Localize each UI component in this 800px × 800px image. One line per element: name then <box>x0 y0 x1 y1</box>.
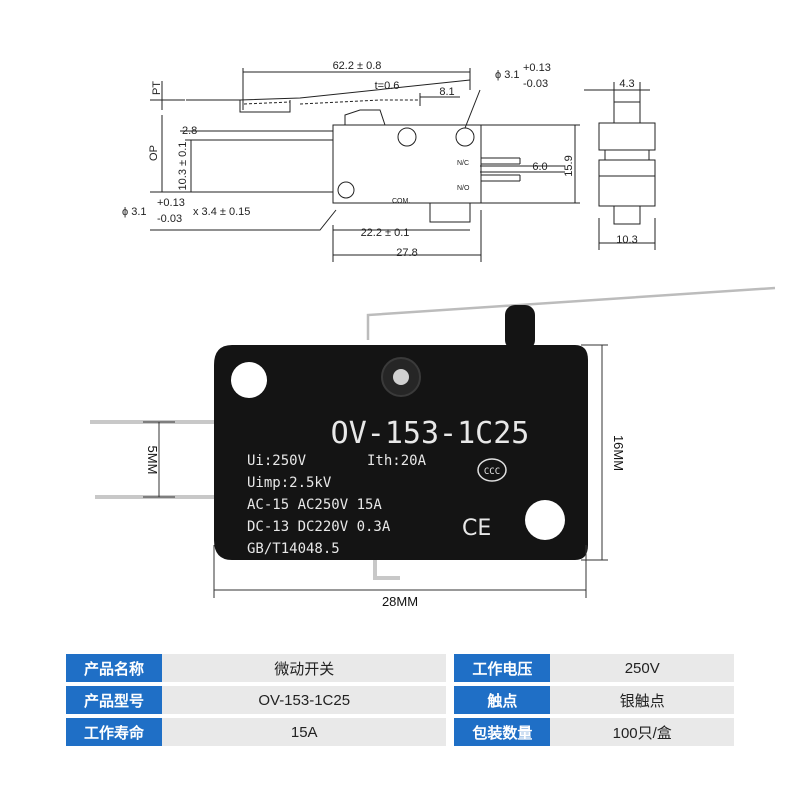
spec-value: 15A <box>162 718 447 746</box>
spec-value: 250V <box>550 654 734 682</box>
spec-label: 包装数量 <box>454 718 551 746</box>
photo-dim-labels: 5MM 16MM 28MM <box>145 435 626 609</box>
spec-label: 产品型号 <box>66 686 162 714</box>
spec-row: 工作寿命 15A 包装数量 100只/盒 <box>66 718 734 746</box>
plunger <box>505 305 535 350</box>
spec-value: 微动开关 <box>162 654 447 682</box>
dim-5mm: 5MM <box>145 446 160 475</box>
spec-label: 工作电压 <box>454 654 551 682</box>
dim-8-1: 8.1 <box>439 86 454 98</box>
product-photo: OV-153-1C25 Ui:250V Ith:20A Uimp:2.5kV A… <box>90 286 776 580</box>
dim-15-9: 15.9 <box>563 155 575 176</box>
switch-body <box>214 345 588 560</box>
side-view-labels: PT OP 62.2 ± 0.8 t=0.6 8.1 2.8 10.3 ± 0.… <box>122 60 575 259</box>
dim-6-0: 6.0 <box>532 161 547 173</box>
op-label: OP <box>148 145 160 161</box>
ccc-mark-circle <box>477 458 507 482</box>
model-print: OV-153-1C25 <box>331 416 530 451</box>
spec-row: 产品名称 微动开关 工作电压 250V <box>66 654 734 682</box>
spec-row: 产品型号 OV-153-1C25 触点 银触点 <box>66 686 734 714</box>
print-gb: GB/T14048.5 <box>247 541 340 557</box>
dim-22-2: 22.2 ± 0.1 <box>361 227 410 239</box>
print-dc13: DC-13 DC220V 0.3A <box>247 519 391 535</box>
hole-left-plus: +0.13 <box>157 197 185 209</box>
terminal-com <box>373 552 400 580</box>
spec-value: 100只/盒 <box>550 718 734 746</box>
hole-top-minus: -0.03 <box>523 78 548 90</box>
spec-table: 产品名称 微动开关 工作电压 250V 产品型号 OV-153-1C25 触点 … <box>66 650 734 750</box>
lever-wire <box>366 286 776 340</box>
spec-label: 产品名称 <box>66 654 162 682</box>
photo-dimensions <box>143 344 608 598</box>
print-ac15: AC-15 AC250V 15A <box>247 497 382 513</box>
print-ui: Ui:250V <box>247 453 307 469</box>
spec-value: OV-153-1C25 <box>162 686 447 714</box>
hole-left-main: ϕ 3.1 <box>122 206 147 218</box>
hole-top-main: ϕ 3.1 <box>495 69 520 81</box>
dim-27-8: 27.8 <box>396 247 417 259</box>
dim-t: t=0.6 <box>375 80 400 92</box>
spec-label: 触点 <box>454 686 551 714</box>
dim-62-2: 62.2 ± 0.8 <box>333 60 382 72</box>
dim-2-8: 2.8 <box>182 125 197 137</box>
front-view-labels: 4.3 10.3 <box>616 78 637 246</box>
com-label: COM. <box>392 198 410 205</box>
dim-28mm: 28MM <box>382 594 418 609</box>
ccc-mark: CCC <box>484 467 500 477</box>
print-ith: Ith:20A <box>367 453 427 469</box>
spec-value: 银触点 <box>550 686 734 714</box>
pt-label: PT <box>151 81 163 95</box>
dim-10-3b: 10.3 <box>616 234 637 246</box>
technical-drawing: PT OP 62.2 ± 0.8 t=0.6 8.1 2.8 10.3 ± 0.… <box>90 60 776 609</box>
dim-4-3: 4.3 <box>619 78 634 90</box>
mounting-hole-left <box>231 362 267 398</box>
front-view-drawing <box>584 82 656 250</box>
ce-mark: CE <box>462 516 491 541</box>
dim-10-3: 10.3 ± 0.1 <box>177 142 189 191</box>
mounting-hole-right <box>525 500 565 540</box>
hole-left-suffix: x 3.4 ± 0.15 <box>193 206 250 218</box>
side-view-drawing <box>150 68 580 262</box>
hole-left-minus: -0.03 <box>157 213 182 225</box>
print-uimp: Uimp:2.5kV <box>247 475 332 491</box>
hole-top-plus: +0.13 <box>523 62 551 74</box>
nc-label: N/C <box>457 160 469 167</box>
dim-16mm: 16MM <box>611 435 626 471</box>
no-label: N/O <box>457 185 470 192</box>
spec-label: 工作寿命 <box>66 718 162 746</box>
